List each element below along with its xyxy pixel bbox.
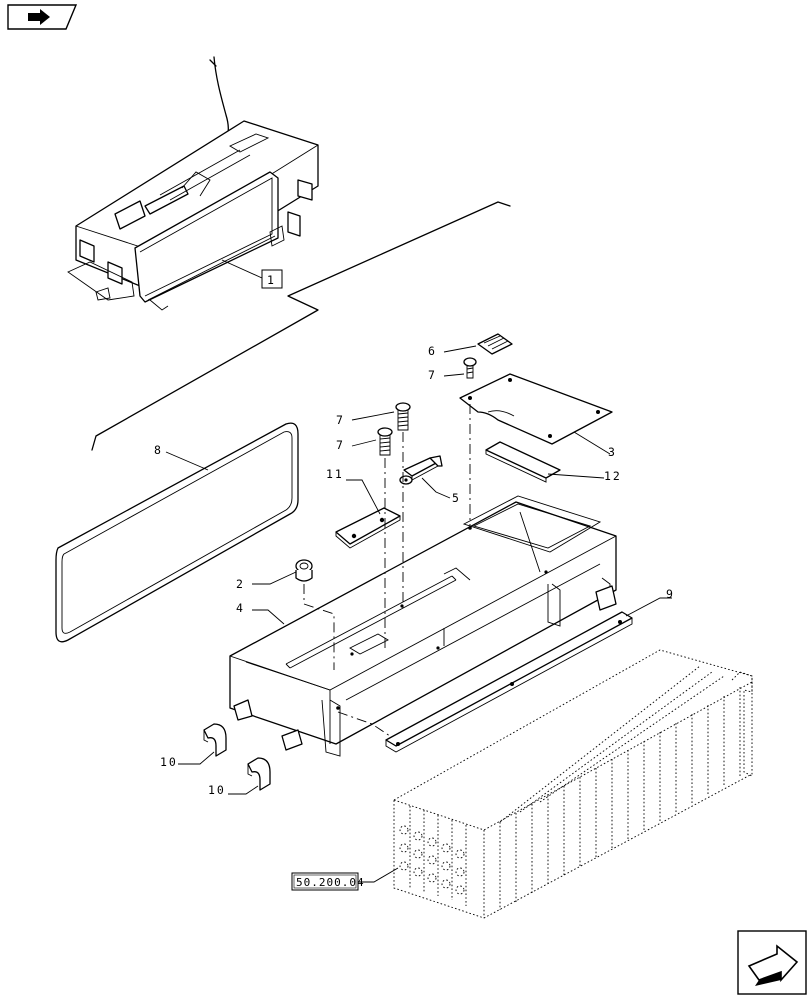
callout-5[interactable]: 5	[421, 477, 461, 505]
callout-10-upper[interactable]: 10	[160, 751, 215, 769]
main-housing-drawing[interactable]	[229, 495, 617, 757]
reference-label-text: 50.200.04	[296, 876, 365, 889]
bracket-plate-drawing[interactable]	[335, 507, 401, 549]
callout-7-upper[interactable]: 7	[336, 411, 395, 427]
callout-7-lower[interactable]: 7	[336, 438, 377, 452]
small-screw-drawing[interactable]	[463, 357, 477, 379]
callout-1[interactable]: 1	[221, 259, 283, 289]
mounting-strip-drawing[interactable]	[385, 611, 633, 753]
callout-8-label: 8	[154, 443, 163, 457]
callout-7a-label: 7	[336, 413, 345, 427]
callout-3-label: 3	[608, 445, 617, 459]
grommet-drawing[interactable]	[295, 559, 313, 582]
next-page-button[interactable]	[737, 930, 807, 995]
callout-10a-label: 10	[160, 755, 178, 769]
foam-strip-drawing[interactable]	[485, 441, 561, 483]
top-nav-button[interactable]	[6, 4, 78, 31]
plug-drawing[interactable]	[477, 333, 513, 355]
clip-lower-drawing[interactable]	[247, 757, 271, 791]
callout-6-label: 6	[428, 344, 437, 358]
callout-11-label: 11	[326, 467, 344, 481]
callout-7-small[interactable]: 7	[428, 368, 465, 382]
callout-11[interactable]: 11	[326, 467, 381, 515]
next-page-arrow-icon	[737, 930, 807, 995]
sensor-drawing[interactable]	[399, 455, 443, 485]
book-arrow-icon	[7, 4, 78, 30]
callout-4-label: 4	[236, 601, 245, 615]
callout-2[interactable]: 2	[236, 571, 297, 591]
callout-9-label: 9	[666, 587, 675, 601]
gasket-drawing[interactable]	[55, 422, 299, 643]
bolt-lower-drawing[interactable]	[377, 427, 393, 456]
reference-label[interactable]: 50.200.04	[291, 867, 399, 891]
assembled-unit-drawing	[67, 56, 319, 311]
evaporator-core-drawing[interactable]	[393, 649, 753, 919]
callout-7c-label: 7	[428, 368, 437, 382]
callout-9[interactable]: 9	[625, 587, 675, 617]
bolt-upper-drawing[interactable]	[395, 402, 411, 431]
callout-6[interactable]: 6	[428, 344, 477, 358]
callout-12-label: 12	[604, 469, 622, 483]
callout-7b-label: 7	[336, 438, 345, 452]
callout-2-label: 2	[236, 577, 245, 591]
callout-12[interactable]: 12	[547, 469, 622, 483]
assembly-center-lines	[303, 404, 471, 737]
callout-5-label: 5	[452, 491, 461, 505]
callout-1-label: 1	[267, 273, 276, 287]
callout-10b-label: 10	[208, 783, 226, 797]
callout-8[interactable]: 8	[154, 443, 209, 471]
clip-upper-drawing[interactable]	[203, 723, 227, 757]
callout-3[interactable]: 3	[573, 431, 617, 459]
callout-4[interactable]: 4	[236, 601, 285, 625]
callout-10-lower[interactable]: 10	[208, 783, 259, 797]
section-break-line	[91, 201, 511, 451]
cover-plate-drawing[interactable]	[459, 373, 613, 445]
